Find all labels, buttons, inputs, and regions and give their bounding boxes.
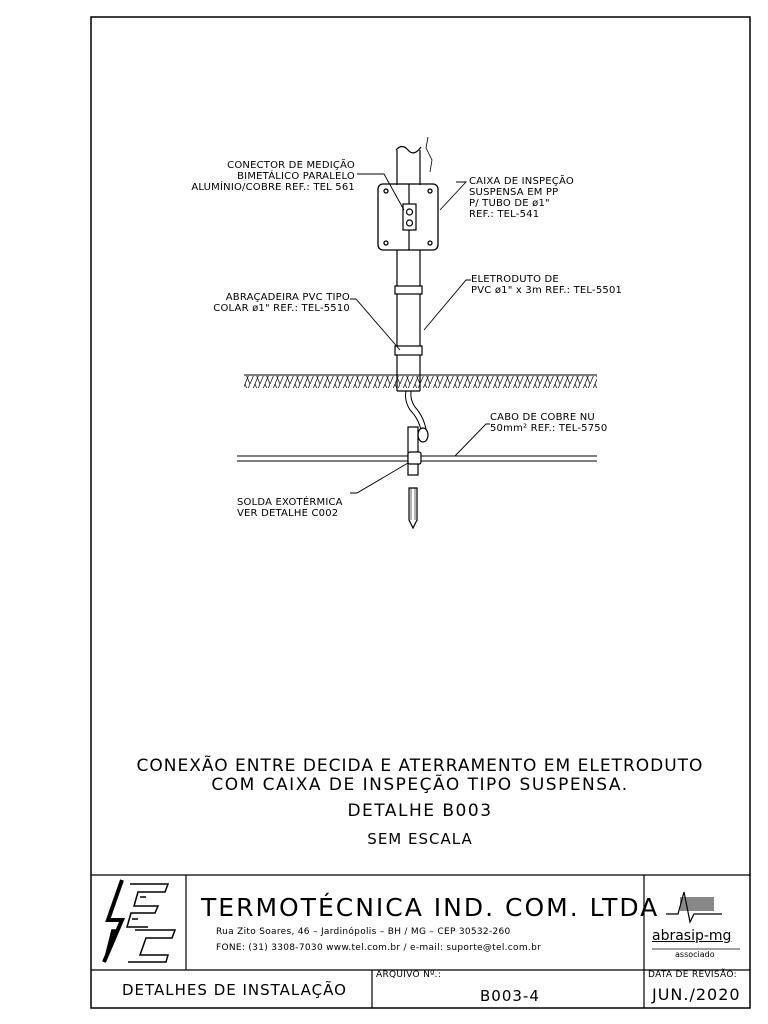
- copper-cable: [405, 390, 428, 436]
- company-name: TERMOTÉCNICA IND. COM. LTDA: [201, 893, 660, 922]
- company-contact: FONE: (31) 3308-7030 www.tel.com.br / e-…: [216, 943, 542, 953]
- connector-label-line: BIMETÁLICO PARALELO: [237, 171, 355, 182]
- conduit-label-line: PVC ø1" x 3m REF.: TEL-5501: [471, 285, 623, 296]
- association-name: abrasip-mg: [652, 928, 732, 944]
- clamp-label: ABRAÇADEIRA PVC TIPO COLAR ø1" REF.: TEL…: [170, 292, 350, 314]
- inspection-box-label-line: CAIXA DE INSPEÇÃO: [469, 176, 574, 187]
- file-number-label: ARQUIVO Nº.:: [376, 970, 442, 980]
- detail-title: DETALHE B003: [347, 801, 493, 821]
- association-subtitle: associado: [675, 950, 715, 959]
- inspection-box: [377, 183, 439, 251]
- conduit-label-line: ELETRODUTO DE: [471, 274, 559, 285]
- caption-line-2: COM CAIXA DE INSPEÇÃO TIPO SUSPENSA.: [211, 775, 629, 795]
- conduit-label: ELETRODUTO DE PVC ø1" x 3m REF.: TEL-550…: [471, 274, 622, 296]
- section-title: DETALHES DE INSTALAÇÃO: [122, 981, 347, 999]
- weld-label: SOLDA EXOTÉRMICA VER DETALHE C002: [237, 497, 343, 519]
- pvc-clamps: [394, 285, 423, 356]
- tel-logo: [102, 879, 177, 963]
- abrasip-logo: [652, 891, 740, 950]
- clamp-label-line: ABRAÇADEIRA PVC TIPO: [225, 292, 350, 303]
- sheet-border: [90, 16, 751, 1009]
- file-number-value: B003-4: [480, 987, 540, 1005]
- connector-label-line: ALUMÍNIO/COBRE REF.: TEL 561: [191, 182, 355, 193]
- conduit-top: [395, 136, 433, 185]
- caption-line-1: CONEXÃO ENTRE DECIDA E ATERRAMENTO EM EL…: [136, 756, 704, 776]
- cable-label-line: CABO DE COBRE NU: [490, 412, 595, 423]
- inspection-box-label-line: P/ TUBO DE ø1": [469, 198, 550, 209]
- bimetallic-connector: [402, 184, 417, 250]
- pvc-conduit: [396, 250, 421, 392]
- leader-lines: [350, 173, 490, 494]
- cable-label-line: 50mm² REF.: TEL-5750: [490, 423, 608, 434]
- revision-date: JUN./2020: [652, 985, 741, 1004]
- inspection-box-label: CAIXA DE INSPEÇÃO SUSPENSA EM PP P/ TUBO…: [469, 176, 574, 220]
- inspection-box-label-line: REF.: TEL-541: [469, 209, 540, 220]
- connector-label-line: CONECTOR DE MEDIÇÃO: [227, 160, 355, 171]
- cable-label: CABO DE COBRE NU 50mm² REF.: TEL-5750: [490, 412, 607, 434]
- revision-label: DATA DE REVISÃO:: [648, 970, 737, 980]
- company-address: Rua Zito Soares, 46 – Jardinópolis – BH …: [216, 927, 511, 937]
- clamp-label-line: COLAR ø1" REF.: TEL-5510: [213, 303, 350, 314]
- inspection-box-label-line: SUSPENSA EM PP: [469, 187, 559, 198]
- ground-rod: [407, 426, 429, 530]
- weld-label-line: VER DETALHE C002: [237, 508, 339, 519]
- weld-label-line: SOLDA EXOTÉRMICA: [237, 497, 343, 508]
- connector-label: CONECTOR DE MEDIÇÃO BIMETÁLICO PARALELO …: [180, 160, 355, 193]
- scale-note: SEM ESCALA: [367, 830, 473, 848]
